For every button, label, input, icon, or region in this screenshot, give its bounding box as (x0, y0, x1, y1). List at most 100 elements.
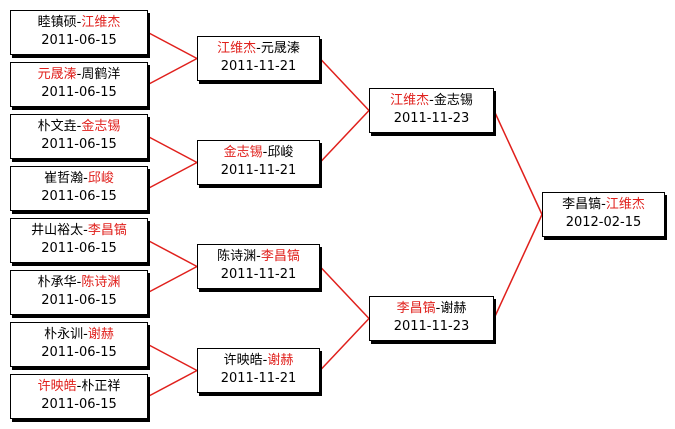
player-name: 朴正祥 (81, 379, 121, 394)
player-name: 谢赫 (267, 353, 294, 368)
match-date: 2011-06-15 (41, 85, 117, 100)
player-name: 邱峻 (87, 171, 114, 186)
player-name: 江维杰 (81, 15, 121, 30)
match-date: 2011-06-15 (41, 189, 117, 204)
connector-line (493, 214, 543, 319)
match-date: 2011-06-15 (41, 241, 117, 256)
player-name: 李昌镐 (87, 223, 127, 238)
separator: - (76, 67, 82, 82)
match-date: 2011-06-15 (41, 397, 117, 412)
match-date: 2011-11-23 (393, 111, 470, 126)
player-name: 陈诗渊 (217, 249, 257, 264)
separator: - (76, 379, 82, 394)
match-date: 2011-11-21 (220, 371, 297, 386)
match-players: 许映皓-朴正祥 (11, 378, 147, 396)
separator: - (76, 275, 82, 290)
player-name: 许映皓 (37, 379, 77, 394)
match-date: 2011-06-15 (41, 137, 117, 152)
match-date: 2011-11-21 (220, 59, 297, 74)
match-date: 2011-06-15 (41, 345, 117, 360)
player-name: 元晟溱 (37, 67, 77, 82)
player-name: 谢赫 (440, 301, 467, 316)
connector-line (319, 109, 370, 164)
match-players: 许映皓-谢赫 (198, 352, 319, 370)
player-name: 崔哲瀚 (44, 171, 84, 186)
player-name: 李昌镐 (562, 197, 602, 212)
connector-line (147, 135, 198, 164)
player-name: 李昌镐 (260, 249, 300, 264)
player-name: 井山裕太 (31, 223, 84, 238)
connector-line (147, 239, 198, 268)
player-name: 许映皓 (223, 353, 263, 368)
separator: - (256, 41, 261, 56)
player-name: 元晟溱 (260, 41, 300, 56)
player-name: 金志锡 (433, 93, 473, 108)
connector-line (493, 110, 543, 215)
match-players: 朴文垚-金志锡 (11, 118, 147, 136)
connector-line (147, 161, 198, 190)
player-name: 谢赫 (87, 327, 114, 342)
match-date: 2012-02-15 (565, 215, 642, 230)
connector-line (319, 317, 370, 372)
separator: - (76, 119, 82, 134)
player-name: 陈诗渊 (81, 275, 121, 290)
player-name: 江维杰 (605, 197, 645, 212)
player-name: 朴文垚 (37, 119, 77, 134)
player-name: 朴承华 (37, 275, 77, 290)
connector-line (147, 369, 198, 398)
match-players: 李昌镐-江维杰 (543, 196, 664, 214)
player-name: 江维杰 (217, 41, 257, 56)
player-name: 睦镇硕 (37, 15, 77, 30)
match-players: 元晟溱-周鹤洋 (11, 66, 147, 84)
player-name: 李昌镐 (396, 301, 436, 316)
connector-line (147, 343, 198, 372)
player-name: 金志锡 (81, 119, 121, 134)
connector-line (319, 57, 370, 112)
match-players: 崔哲瀚-邱峻 (11, 170, 147, 188)
separator: - (262, 353, 268, 368)
match-date: 2011-11-21 (220, 267, 297, 282)
player-name: 周鹤洋 (81, 67, 121, 82)
match-players: 金志锡-邱峻 (198, 144, 319, 162)
match-players: 江维杰-金志锡 (370, 92, 493, 110)
separator: - (256, 249, 261, 264)
match-players: 朴承华-陈诗渊 (11, 274, 147, 292)
connector-line (147, 57, 198, 86)
match-date: 2011-06-15 (41, 33, 117, 48)
match-players: 睦镇硕-江维杰 (11, 14, 147, 32)
player-name: 朴永训 (44, 327, 84, 342)
match-players: 井山裕太-李昌镐 (11, 222, 147, 240)
match-players: 陈诗渊-李昌镐 (198, 248, 319, 266)
match-date: 2011-11-23 (393, 319, 470, 334)
separator: - (435, 301, 441, 316)
connector-line (147, 31, 198, 60)
match-date: 2011-06-15 (41, 293, 117, 308)
match-players: 江维杰-元晟溱 (198, 40, 319, 58)
separator: - (601, 197, 606, 212)
player-name: 金志锡 (223, 145, 263, 160)
separator: - (83, 171, 88, 186)
match-players: 李昌镐-谢赫 (370, 300, 493, 318)
separator: - (429, 93, 434, 108)
separator: - (262, 145, 268, 160)
player-name: 邱峻 (267, 145, 294, 160)
match-players: 朴永训-谢赫 (11, 326, 147, 344)
separator: - (83, 327, 88, 342)
connector-line (147, 265, 198, 294)
separator: - (76, 15, 82, 30)
connector-line (319, 265, 370, 320)
separator: - (83, 223, 88, 238)
